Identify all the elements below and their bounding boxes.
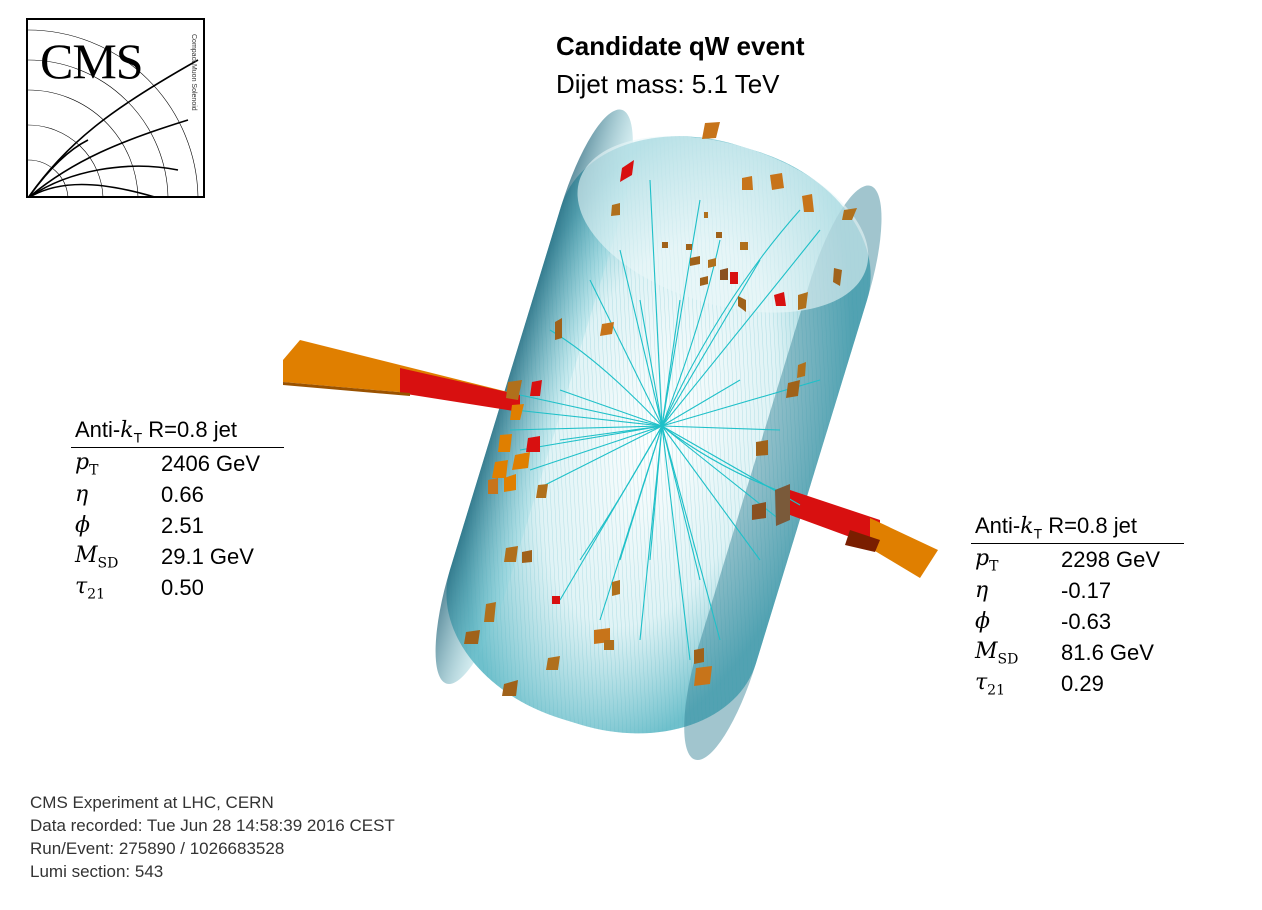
info-run-event: Run/Event: 275890 / 1026683528 — [30, 839, 285, 858]
logo-tracks-graphic — [28, 29, 199, 196]
value-tau21: 0.50 — [161, 574, 204, 600]
sym-pt: p — [75, 449, 90, 475]
info-date: Data recorded: Tue Jun 28 14:58:39 2016 … — [30, 816, 395, 835]
cms-logo: CMS Compact Muon Solenoid — [26, 18, 205, 198]
jet-row-msd: MSD 81.6 GeV — [971, 637, 1184, 668]
jet-header-k-sub: T — [1033, 525, 1043, 542]
jet-header-k: k — [120, 418, 134, 443]
jet-header-suffix: R=0.8 jet — [1042, 513, 1137, 538]
detector-barrel — [435, 109, 882, 761]
tracks — [509, 179, 821, 661]
sym-phi: ϕ — [75, 513, 90, 539]
value-phi: 2.51 — [161, 512, 204, 538]
value-eta: -0.17 — [1061, 577, 1112, 603]
jet-row-eta: η -0.17 — [971, 575, 1184, 606]
event-metadata: CMS Experiment at LHC, CERN Data recorde… — [30, 791, 395, 883]
sym-msd: M — [975, 638, 998, 664]
value-msd: 81.6 GeV — [1061, 639, 1154, 665]
jet-row-phi: ϕ 2.51 — [71, 510, 284, 541]
jet-row-tau21: τ21 0.29 — [971, 668, 1184, 699]
jet-header: Anti-kT R=0.8 jet — [71, 417, 284, 449]
sym-pt-sub: T — [89, 462, 99, 479]
jet-row-tau21: τ21 0.50 — [71, 572, 284, 603]
jet-row-pt: pT 2406 GeV — [71, 448, 284, 479]
logo-text: CMS — [40, 33, 144, 89]
sym-msd: M — [75, 542, 98, 568]
value-msd: 29.1 GeV — [161, 543, 254, 569]
sym-msd-sub: SD — [997, 651, 1019, 668]
sym-eta: η — [75, 482, 89, 508]
jet-left — [283, 340, 520, 412]
event-title: Candidate qW event — [556, 31, 805, 61]
jet-header-prefix: Anti- — [975, 513, 1021, 538]
sym-phi: ϕ — [975, 609, 990, 635]
info-lumi: Lumi section: 543 — [30, 862, 164, 881]
jet-row-msd: MSD 29.1 GeV — [71, 541, 284, 572]
jet-right — [790, 490, 938, 578]
value-phi: -0.63 — [1061, 608, 1112, 634]
value-eta: 0.66 — [161, 481, 204, 507]
jet-header-prefix: Anti- — [75, 417, 121, 442]
sym-msd-sub: SD — [97, 555, 119, 572]
jet-header: Anti-kT R=0.8 jet — [971, 513, 1184, 545]
sym-eta: η — [975, 578, 989, 604]
logo-subtext: Compact Muon Solenoid — [190, 34, 197, 111]
jet-row-pt: pT 2298 GeV — [971, 544, 1184, 575]
sym-tau: τ — [75, 573, 88, 599]
jet-header-k: k — [1020, 514, 1034, 539]
sym-tau-sub: 21 — [987, 682, 1005, 699]
jet-row-phi: ϕ -0.63 — [971, 606, 1184, 637]
jet-header-suffix: R=0.8 jet — [142, 417, 237, 442]
jet-header-k-sub: T — [133, 429, 143, 446]
value-pt: 2298 GeV — [1061, 546, 1161, 572]
sym-tau: τ — [975, 669, 988, 695]
value-tau21: 0.29 — [1061, 670, 1104, 696]
jet-row-eta: η 0.66 — [71, 479, 284, 510]
event-subtitle: Dijet mass: 5.1 TeV — [556, 69, 780, 99]
info-experiment: CMS Experiment at LHC, CERN — [30, 793, 274, 812]
sym-pt-sub: T — [989, 558, 999, 575]
calo-deposits — [464, 122, 857, 696]
sym-pt: p — [975, 545, 990, 571]
sym-tau-sub: 21 — [87, 586, 105, 603]
value-pt: 2406 GeV — [161, 450, 261, 476]
